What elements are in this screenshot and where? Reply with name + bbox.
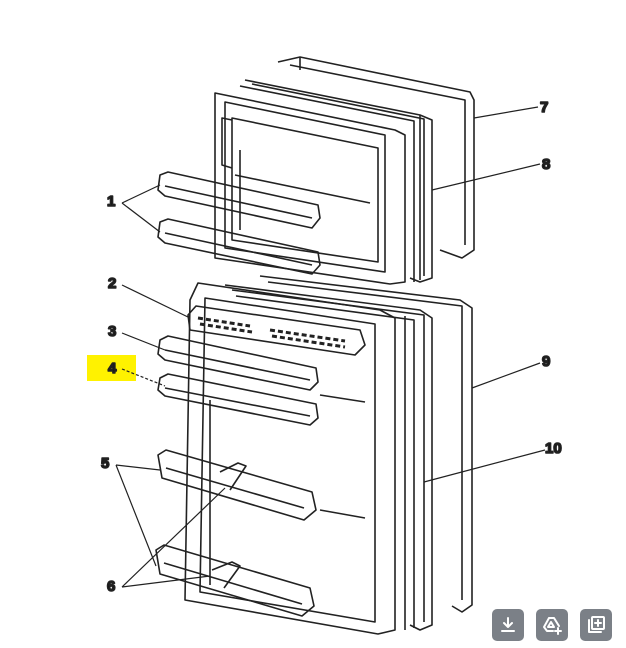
label-6: 6 [107, 578, 115, 595]
fridge-door-gasket [224, 284, 433, 631]
label-5: 5 [101, 455, 109, 472]
label-3: 3 [108, 323, 116, 340]
bottle-shelf-upper [157, 449, 317, 521]
fridge-door-outer-panel [259, 275, 473, 613]
add-to-collection-button[interactable] [580, 609, 612, 641]
label-4-highlight [87, 355, 136, 381]
download-icon [501, 617, 515, 632]
label-7: 7 [540, 99, 548, 116]
leader-lines [115, 106, 546, 588]
lens-button[interactable] [536, 609, 568, 641]
dairy-compartment [187, 305, 366, 356]
lens-shape-icon [543, 617, 562, 635]
label-2: 2 [108, 275, 116, 292]
freezer-shelf-upper [157, 171, 321, 229]
label-1: 1 [107, 193, 115, 210]
freezer-door-outer-panel [277, 56, 475, 259]
label-4: 4 [108, 360, 117, 377]
bottle-shelf-lower [155, 544, 315, 617]
label-8: 8 [542, 156, 550, 173]
freezer-door-gasket [239, 79, 433, 283]
download-button[interactable] [492, 609, 524, 641]
freezer-shelf-lower [157, 218, 321, 275]
label-9: 9 [542, 353, 550, 370]
fridge-door-shelf-4 [157, 373, 319, 426]
add-collection-icon [588, 616, 605, 633]
fridge-door-shelf-3 [157, 335, 319, 391]
label-10: 10 [545, 440, 562, 457]
